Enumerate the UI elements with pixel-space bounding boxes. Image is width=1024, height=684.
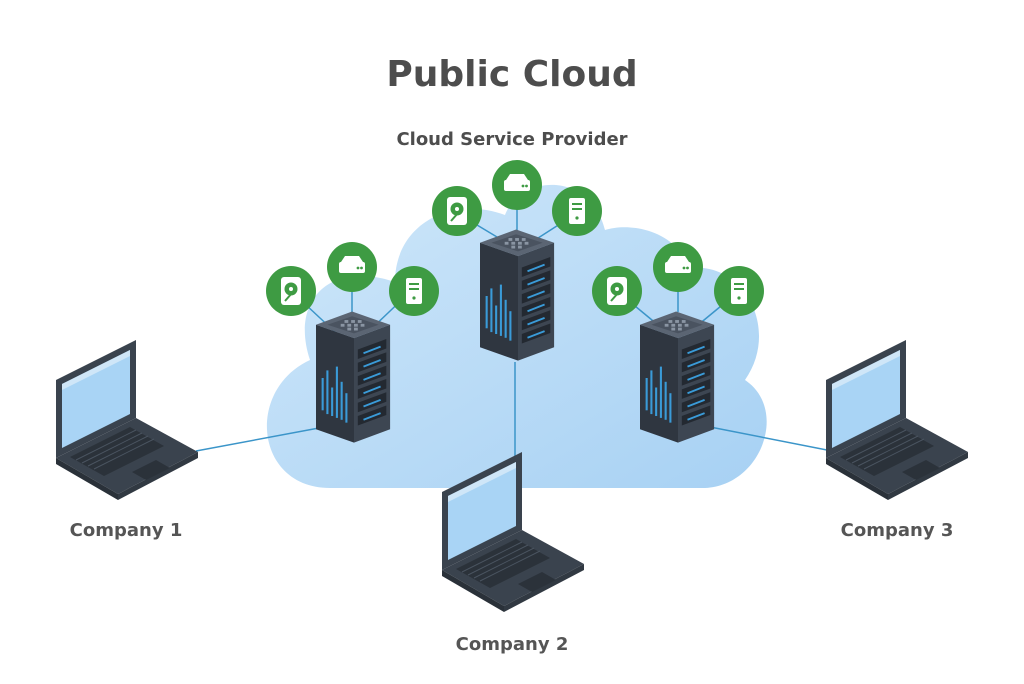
- server-unit-icon: [389, 266, 439, 316]
- storage-drive-icon: [653, 242, 703, 292]
- laptop-company-3: [825, 340, 969, 500]
- company-label-2: Company 2: [456, 634, 569, 655]
- hard-disk-icon: [266, 266, 316, 316]
- server-rack-right: [640, 310, 716, 444]
- hard-disk-icon: [592, 266, 642, 316]
- provider-label: Cloud Service Provider: [396, 129, 627, 150]
- storage-drive-icon: [327, 242, 377, 292]
- company-label-1: Company 1: [70, 520, 183, 541]
- server-rack-center: [480, 228, 556, 362]
- server-unit-icon: [714, 266, 764, 316]
- hard-disk-icon: [432, 186, 482, 236]
- laptop-company-1: [55, 340, 199, 500]
- storage-drive-icon: [492, 160, 542, 210]
- diagram-title: Public Cloud: [386, 54, 637, 95]
- server-unit-icon: [552, 186, 602, 236]
- server-rack-left: [316, 310, 392, 444]
- company-label-3: Company 3: [841, 520, 954, 541]
